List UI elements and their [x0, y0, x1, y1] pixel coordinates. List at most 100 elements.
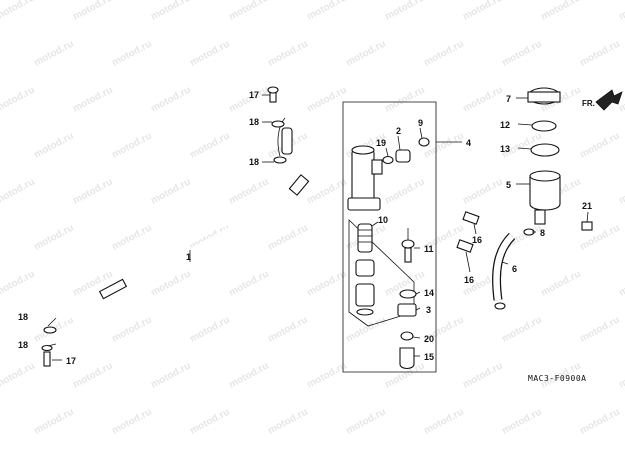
watermark-text: motod.ru	[227, 177, 270, 207]
watermark-text: motod.ru	[110, 39, 153, 69]
callout-9: 9	[418, 118, 423, 128]
watermark-text: motod.ru	[0, 85, 37, 115]
reservoir-assembly	[527, 87, 561, 225]
watermark-text: motod.ru	[500, 39, 543, 69]
callout-15: 15	[424, 352, 434, 362]
watermark-text: motod.ru	[32, 39, 75, 69]
watermark-text: motod.ru	[266, 407, 309, 437]
watermark-text: motod.ru	[227, 269, 270, 299]
watermark-text: motod.ru	[71, 361, 114, 391]
watermark-text: motod.ru	[422, 39, 465, 69]
callout-20: 20	[424, 334, 434, 344]
watermark-text: motod.ru	[32, 131, 75, 161]
callout-17-upper: 17	[249, 90, 259, 100]
watermark-text: motod.ru	[110, 315, 153, 345]
watermark-text: motod.ru	[149, 177, 192, 207]
watermark-text: motod.ru	[0, 0, 37, 23]
piston-kit	[355, 223, 375, 316]
callout-18-upper-a: 18	[249, 117, 259, 127]
callout-5: 5	[506, 180, 511, 190]
watermark-text: motod.ru	[617, 269, 625, 299]
watermark-text: motod.ru	[71, 0, 114, 23]
leader-lines	[47, 94, 589, 361]
oil-joint	[395, 149, 411, 163]
watermark-text: motod.ru	[578, 131, 621, 161]
watermark-text: motod.ru	[383, 0, 426, 23]
watermark-text: motod.ru	[539, 0, 582, 23]
watermark-text: motod.ru	[578, 315, 621, 345]
watermark-text: motod.ru	[617, 361, 625, 391]
front-direction-label: FR.	[582, 99, 595, 108]
watermark-text: motod.ru	[266, 223, 309, 253]
watermark-text: motod.ru	[461, 85, 504, 115]
hose-joint	[401, 228, 415, 263]
callout-6: 6	[512, 264, 517, 274]
callout-16-upper: 16	[472, 235, 482, 245]
callout-10: 10	[378, 215, 388, 225]
callout-labels: 1 2 3 4 5 6 7 8 9 10 11 12 13 14 15 16 1…	[18, 90, 592, 366]
watermark-layer: motod.ru motod.ru motod.ru motod.ru motod.ru…	[0, 0, 625, 437]
callout-4: 4	[466, 138, 471, 148]
watermark-text: motod.ru	[188, 131, 231, 161]
diagram-code: MAC3-F0900A	[528, 374, 586, 383]
callout-11: 11	[424, 244, 434, 254]
watermark-text: motod.ru	[422, 407, 465, 437]
watermark-text: motod.ru	[149, 361, 192, 391]
callout-14: 14	[424, 288, 434, 298]
reservoir-tube	[493, 233, 515, 301]
watermark-text: motod.ru	[344, 315, 387, 345]
callout-17-lower: 17	[66, 356, 76, 366]
watermark-text: motod.ru	[110, 223, 153, 253]
watermark-text: motod.ru	[110, 131, 153, 161]
watermark-text: motod.ru	[383, 85, 426, 115]
watermark-text: motod.ru	[461, 361, 504, 391]
callout-13: 13	[500, 144, 510, 154]
watermark-text: motod.ru	[0, 361, 37, 391]
callout-18-lower-a: 18	[18, 312, 28, 322]
callout-18-upper-b: 18	[249, 157, 259, 167]
watermark-text: motod.ru	[149, 269, 192, 299]
callout-2: 2	[396, 126, 401, 136]
callout-16-lower: 16	[464, 275, 474, 285]
watermark-text: motod.ru	[0, 269, 37, 299]
watermark-text: motod.ru	[422, 131, 465, 161]
watermark-text: motod.ru	[617, 177, 625, 207]
watermark-text: motod.ru	[578, 407, 621, 437]
watermark-text: motod.ru	[71, 177, 114, 207]
watermark-text: motod.ru	[383, 177, 426, 207]
watermark-text: motod.ru	[617, 0, 625, 23]
watermark-text: motod.ru	[188, 315, 231, 345]
watermark-text: motod.ru	[461, 0, 504, 23]
watermark-text: motod.ru	[149, 0, 192, 23]
callout-1: 1	[186, 252, 191, 262]
watermark-text: motod.ru	[461, 177, 504, 207]
callout-19: 19	[376, 138, 386, 148]
boot	[397, 303, 417, 317]
watermark-text: motod.ru	[305, 361, 348, 391]
washer	[418, 137, 430, 147]
master-cylinder-body	[347, 145, 383, 211]
watermark-text: motod.ru	[0, 177, 37, 207]
brake-hose	[41, 86, 324, 367]
front-direction-arrow	[595, 89, 623, 111]
callout-7: 7	[506, 94, 511, 104]
watermark-text: motod.ru	[266, 39, 309, 69]
callout-3: 3	[426, 305, 431, 315]
watermark-text: motod.ru	[305, 269, 348, 299]
watermark-text: motod.ru	[149, 85, 192, 115]
watermark-text: motod.ru	[305, 85, 348, 115]
circlip	[399, 289, 417, 299]
watermark-text: motod.ru	[227, 0, 270, 23]
master-cylinder-assembly-frame	[342, 101, 462, 373]
watermark-text: motod.ru	[110, 407, 153, 437]
watermark-text: motod.ru	[32, 407, 75, 437]
watermark-text: motod.ru	[305, 0, 348, 23]
callout-8: 8	[540, 228, 545, 238]
watermark-text: motod.ru	[578, 39, 621, 69]
callout-21: 21	[582, 201, 592, 211]
watermark-text: motod.ru	[344, 39, 387, 69]
nut	[400, 331, 414, 341]
watermark-text: motod.ru	[500, 407, 543, 437]
